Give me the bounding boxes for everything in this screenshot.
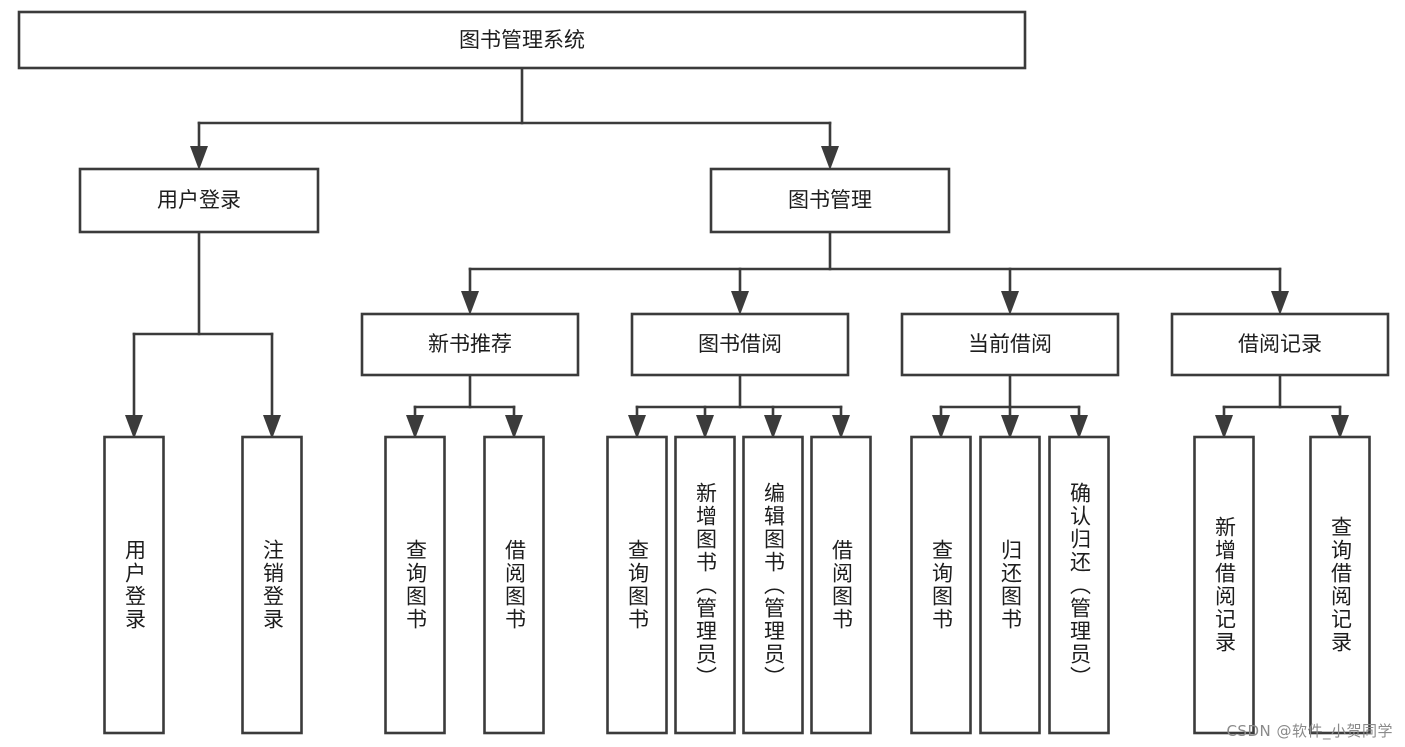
node-leaf-add-book-box[interactable] bbox=[674, 435, 736, 735]
node-new-book-recommend-box[interactable] bbox=[360, 312, 580, 377]
arrow-leaf-edit-book bbox=[764, 415, 782, 439]
node-new-book-recommend-label: 新书推荐 bbox=[428, 332, 512, 356]
node-leaf-return-book-box[interactable] bbox=[979, 435, 1041, 735]
node-leaf-query-book-3-box[interactable] bbox=[910, 435, 972, 735]
node-leaf-add-record-box[interactable] bbox=[1193, 435, 1255, 735]
node-leaf-user-login-box[interactable] bbox=[103, 435, 165, 735]
node-book-manage-box[interactable] bbox=[709, 167, 951, 234]
arrow-leaf-borrow-book-2 bbox=[832, 415, 850, 439]
node-user-login-box[interactable] bbox=[78, 167, 320, 234]
arrow-current-borrow bbox=[1001, 291, 1019, 315]
node-borrow-record-box[interactable] bbox=[1170, 312, 1390, 377]
node-leaf-confirm-return-box[interactable] bbox=[1048, 435, 1110, 735]
node-leaf-logout-login-box[interactable] bbox=[241, 435, 303, 735]
node-leaf-borrow-book-1-box[interactable] bbox=[483, 435, 545, 735]
node-current-borrow-box[interactable] bbox=[900, 312, 1120, 377]
arrow-new-book-recommend bbox=[461, 291, 479, 315]
node-borrow-record-label: 借阅记录 bbox=[1238, 332, 1322, 356]
arrow-book-borrow bbox=[731, 291, 749, 315]
node-root-box[interactable] bbox=[17, 10, 1027, 70]
arrow-leaf-add-record bbox=[1215, 415, 1233, 439]
node-layer: 图书管理系统 用户登录 图书管理 新书推荐 图书借阅 当前借阅 借阅记录 bbox=[17, 10, 1390, 735]
node-user-login-label: 用户登录 bbox=[157, 188, 241, 212]
arrow-leaf-borrow-book-1 bbox=[505, 415, 523, 439]
arrow-leaf-query-book-2 bbox=[628, 415, 646, 439]
node-book-manage-label: 图书管理 bbox=[788, 188, 872, 212]
node-book-borrow-box[interactable] bbox=[630, 312, 850, 377]
connector-layer bbox=[125, 66, 1349, 439]
node-leaf-edit-book-box[interactable] bbox=[742, 435, 804, 735]
watermark-text: CSDN @软件_小贺同学 bbox=[1226, 722, 1393, 740]
arrow-leaf-logout-login bbox=[263, 415, 281, 439]
arrow-leaf-add-book bbox=[696, 415, 714, 439]
arrow-leaf-query-book-3 bbox=[932, 415, 950, 439]
arrow-leaf-user-login bbox=[125, 415, 143, 439]
arrow-borrow-record bbox=[1271, 291, 1289, 315]
node-root-label: 图书管理系统 bbox=[459, 28, 585, 52]
arrow-leaf-confirm-return bbox=[1070, 415, 1088, 439]
node-book-borrow-label: 图书借阅 bbox=[698, 332, 782, 356]
arrow-user-login bbox=[190, 146, 208, 170]
arrow-leaf-query-book-1 bbox=[406, 415, 424, 439]
node-leaf-query-book-1-box[interactable] bbox=[384, 435, 446, 735]
node-leaf-query-book-2-box[interactable] bbox=[606, 435, 668, 735]
arrow-book-manage bbox=[821, 146, 839, 170]
arrow-leaf-return-book bbox=[1001, 415, 1019, 439]
node-current-borrow-label: 当前借阅 bbox=[968, 332, 1052, 356]
node-leaf-borrow-book-2-box[interactable] bbox=[810, 435, 872, 735]
node-leaf-query-record-box[interactable] bbox=[1309, 435, 1371, 735]
arrow-leaf-query-record bbox=[1331, 415, 1349, 439]
